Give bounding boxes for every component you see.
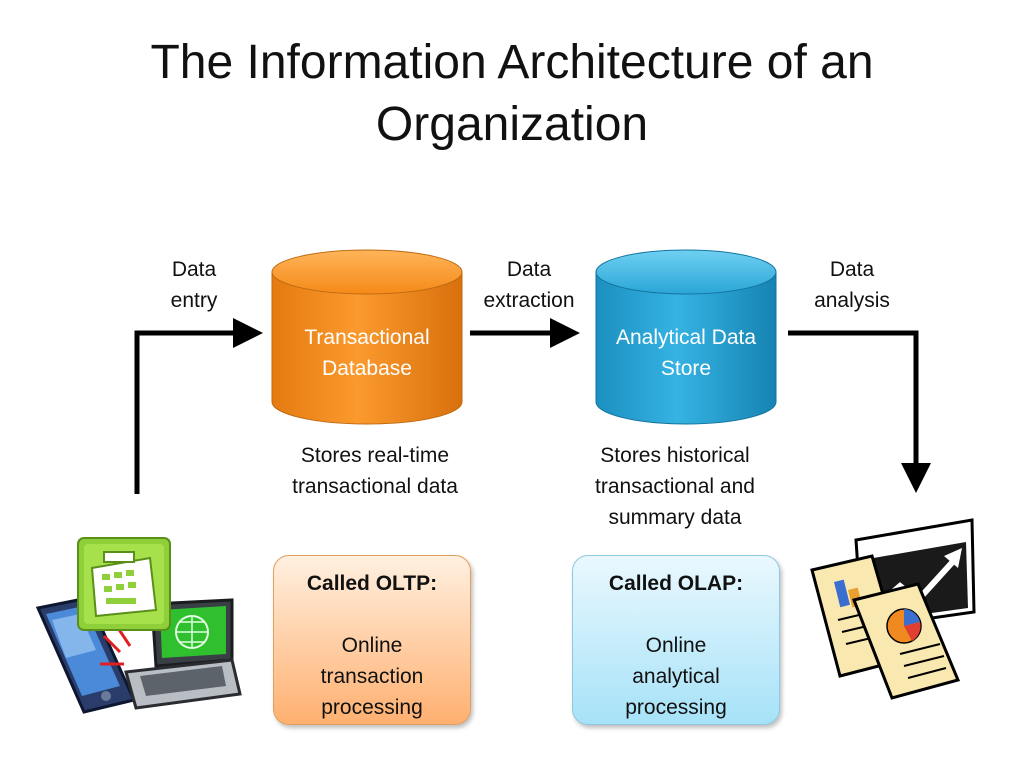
analytical-data-store-label: Analytical Data Store xyxy=(615,326,757,380)
oltp-box: Called OLTP: Online transaction processi… xyxy=(273,555,471,725)
transactional-description: Stores real-time transactional data xyxy=(292,444,458,498)
reports-chart-icon xyxy=(810,518,976,700)
data-entry-label: Data entry xyxy=(170,258,218,312)
laptop-icon xyxy=(100,598,242,710)
olap-description: Online analytical processing xyxy=(625,634,727,719)
data-analysis-arrow xyxy=(788,330,931,493)
smartphone-icon xyxy=(35,596,137,714)
transactional-database-cylinder xyxy=(271,249,463,425)
page-title: The Information Architecture of an Organ… xyxy=(150,36,874,151)
oltp-heading: Called OLTP: xyxy=(306,572,438,595)
data-entry-arrow xyxy=(134,318,263,494)
data-analysis-label: Data analysis xyxy=(814,258,890,312)
analytical-description: Stores historical transactional and summ… xyxy=(595,444,755,529)
oltp-description: Online transaction processing xyxy=(320,634,424,719)
transactional-database-label: Transactional Database xyxy=(304,326,430,380)
data-extraction-label: Data extraction xyxy=(483,258,575,312)
analytical-data-store-cylinder xyxy=(595,249,777,425)
olap-heading: Called OLAP: xyxy=(608,572,744,595)
olap-box: Called OLAP: Online analytical processin… xyxy=(572,555,780,725)
cash-register-icon xyxy=(77,537,171,631)
